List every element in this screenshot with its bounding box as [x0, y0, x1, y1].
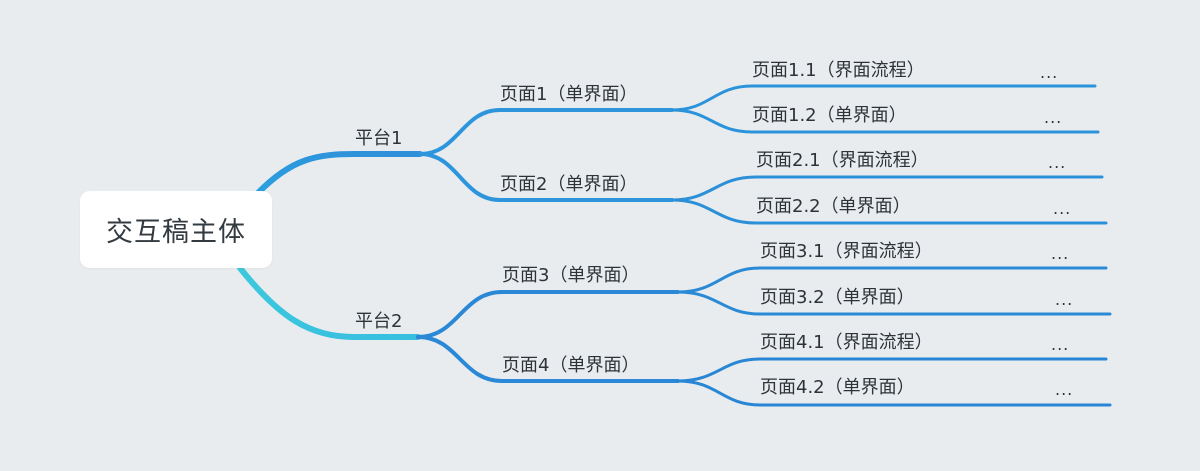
link-page4-child2 — [676, 379, 1112, 407]
node-platform1[interactable]: 平台1 — [355, 128, 403, 149]
node-page1-1[interactable]: 页面1.1（界面流程） — [752, 60, 925, 81]
link-page4-child1 — [676, 357, 1108, 383]
link-page1-child1 — [670, 84, 1097, 112]
link-platform2-page3 — [416, 290, 680, 339]
node-page2-1-more[interactable]: ... — [1048, 153, 1067, 172]
link-page2-child2 — [670, 198, 1108, 225]
node-platform2[interactable]: 平台2 — [355, 311, 403, 332]
link-platform1-page2 — [418, 152, 674, 202]
node-page1-1-more[interactable]: ... — [1040, 63, 1059, 82]
node-page1[interactable]: 页面1（单界面） — [500, 84, 638, 105]
node-page1-2[interactable]: 页面1.2（单界面） — [752, 105, 907, 126]
link-page2-child1 — [670, 175, 1104, 202]
root-label: 交互稿主体 — [106, 217, 246, 248]
link-page1-child2 — [670, 108, 1100, 134]
node-page4-1-more[interactable]: ... — [1051, 335, 1070, 354]
node-page4[interactable]: 页面4（单界面） — [502, 355, 640, 376]
node-page4-2-more[interactable]: ... — [1055, 380, 1074, 399]
node-page3[interactable]: 页面3（单界面） — [502, 265, 640, 286]
node-page2[interactable]: 页面2（单界面） — [500, 174, 638, 195]
node-page3-1[interactable]: 页面3.1（界面流程） — [760, 241, 933, 262]
link-platform1-page1 — [418, 108, 674, 156]
link-page3-child2 — [676, 290, 1112, 316]
link-platform2-page4 — [416, 335, 680, 383]
node-page2-2[interactable]: 页面2.2（单界面） — [756, 196, 911, 217]
node-page4-2[interactable]: 页面4.2（单界面） — [760, 377, 915, 398]
link-root-platform1 — [255, 151, 423, 196]
node-page1-2-more[interactable]: ... — [1044, 108, 1063, 127]
node-page3-2[interactable]: 页面3.2（单界面） — [760, 287, 915, 308]
link-root-platform2 — [237, 265, 421, 340]
node-page3-2-more[interactable]: ... — [1055, 290, 1074, 309]
node-page2-2-more[interactable]: ... — [1053, 199, 1072, 218]
node-page3-1-more[interactable]: ... — [1051, 244, 1070, 263]
node-page2-1[interactable]: 页面2.1（界面流程） — [756, 150, 929, 171]
link-page3-child1 — [676, 266, 1108, 294]
root-node[interactable]: 交互稿主体 — [80, 191, 272, 268]
node-page4-1[interactable]: 页面4.1（界面流程） — [760, 332, 933, 353]
